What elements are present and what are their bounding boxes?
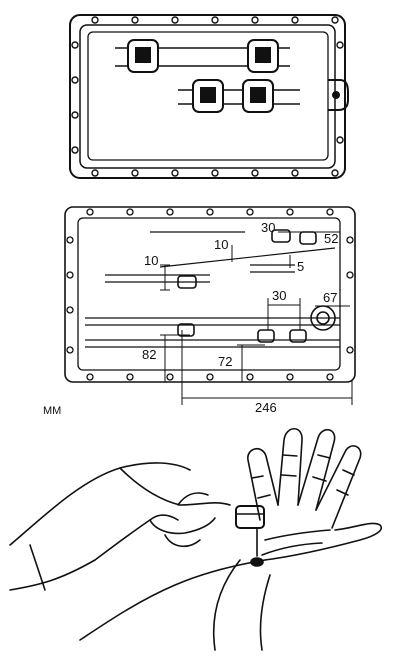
dim-30-top: 30 — [261, 220, 275, 235]
dim-246: 246 — [255, 400, 277, 415]
pan-dimension-figure — [64, 206, 356, 405]
dim-10-right: 10 — [214, 237, 228, 252]
dim-10-left: 10 — [144, 253, 158, 268]
units-label: MM — [43, 405, 61, 417]
dim-67: 67 — [323, 290, 337, 305]
dim-82: 82 — [142, 347, 156, 362]
dim-30-mid: 30 — [272, 288, 286, 303]
dim-52: 52 — [324, 231, 338, 246]
pan-gasket-figure — [69, 14, 349, 179]
hands-magnet-illustration — [9, 427, 382, 651]
dim-72: 72 — [218, 354, 232, 369]
dim-5: 5 — [297, 259, 304, 274]
